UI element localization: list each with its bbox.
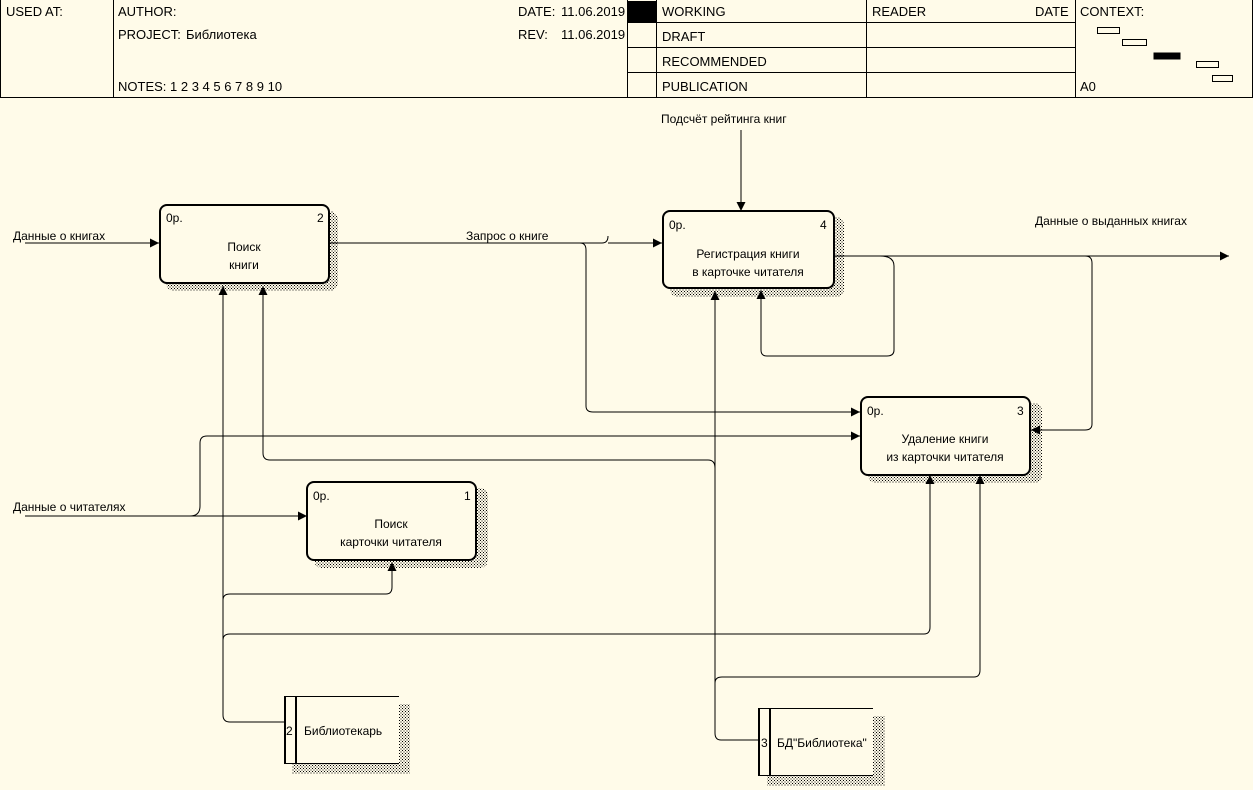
activity-poisk-kartochki[interactable]: 0р. 1 Поиск карточки читателя — [306, 481, 488, 568]
arrow-registration-feedback — [756, 255, 895, 357]
status-recommended: RECOMMENDED — [662, 54, 767, 69]
label-input-readers: Данные о читателях — [13, 500, 126, 514]
status-working: WORKING — [662, 4, 726, 19]
activity-title-line1: Регистрация книги — [696, 247, 799, 261]
tunnel-body — [759, 708, 873, 776]
activity-cost: 0р. — [313, 489, 330, 503]
arrow-db-to-book-search — [258, 286, 716, 469]
notes-row: NOTES: 1 2 3 4 5 6 7 8 9 10 — [118, 79, 283, 94]
arrow-mech-librarian-to-card-search — [222, 562, 397, 601]
date-label: DATE: — [518, 4, 556, 19]
arrow-readers-to-deletion — [189, 431, 860, 517]
activity-title-line1: Поиск — [227, 240, 261, 254]
arrow-mech-librarian-to-deletion — [222, 475, 935, 641]
activity-number: 4 — [820, 218, 827, 232]
activity-number: 1 — [464, 489, 471, 503]
activity-cost: 0р. — [669, 218, 686, 232]
activity-registraciya[interactable]: 0р. 4 Регистрация книги в карточке читат… — [662, 210, 844, 297]
label-book-request: Запрос о книге — [466, 229, 549, 243]
mechanism-bd[interactable]: 3 БД"Библиотека" — [758, 708, 885, 786]
activity-title-line2: карточки читателя — [340, 535, 442, 549]
project-label: PROJECT: — [118, 27, 181, 42]
header-frame — [0, 0, 1253, 98]
working-status-marker — [628, 1, 656, 22]
activity-title-line2: книги — [229, 258, 259, 272]
activity-title-line1: Удаление книги — [901, 432, 988, 446]
mechanism-number: 2 — [286, 724, 293, 738]
activity-title-line2: из карточки читателя — [886, 450, 1003, 464]
context-label: CONTEXT: — [1080, 4, 1145, 19]
node-label: A0 — [1080, 79, 1096, 94]
label-input-books: Данные о книгах — [13, 229, 105, 243]
box-frame — [662, 210, 835, 289]
mechanism-bibliotekar[interactable]: 2 Библиотекарь — [284, 696, 410, 774]
arrow-book-request — [330, 236, 662, 243]
project-value: Библиотека — [186, 27, 257, 42]
arrow-mech-db-main — [710, 291, 758, 741]
box-frame — [159, 204, 330, 284]
idef0-header: USED AT: AUTHOR: PROJECT: Библиотека NOT… — [0, 0, 1253, 98]
label-control-rating: Подсчёт рейтинга книг — [661, 112, 787, 126]
rev-label: REV: — [518, 27, 548, 42]
activity-udalenie[interactable]: 0р. 3 Удаление книги из карточки читател… — [860, 396, 1042, 483]
mechanism-label: БД"Библиотека" — [777, 736, 867, 750]
arrow-output-to-deletion — [1031, 255, 1093, 435]
box-frame — [860, 396, 1031, 476]
rev-value: 11.06.2019 — [561, 27, 626, 42]
reader-date-label: DATE — [1035, 4, 1069, 19]
tunnel-body — [285, 696, 399, 764]
arrow-mech-db-to-deletion — [714, 475, 985, 684]
activity-cost: 0р. — [867, 404, 884, 418]
arrow-mech-librarian-main — [218, 286, 284, 723]
reader-label: READER — [872, 4, 927, 19]
arrow-request-to-deletion — [579, 242, 860, 417]
status-draft: DRAFT — [662, 29, 706, 44]
mechanism-number: 3 — [761, 736, 768, 750]
context-thumbnail — [1097, 27, 1233, 82]
author-label: AUTHOR: — [118, 4, 177, 19]
status-publication: PUBLICATION — [662, 79, 748, 94]
mechanism-label: Библиотекарь — [304, 724, 382, 738]
activity-title-line2: в карточке читателя — [692, 265, 804, 279]
activity-number: 3 — [1017, 404, 1024, 418]
activity-title-line1: Поиск — [374, 517, 408, 531]
used-at-label: USED AT: — [6, 4, 63, 19]
label-output-issued: Данные о выданных книгах — [1035, 214, 1187, 228]
activity-poisk-knigi[interactable]: 0р. 2 Поиск книги — [159, 204, 338, 291]
activity-cost: 0р. — [166, 211, 183, 225]
box-frame — [306, 481, 477, 561]
date-value: 11.06.2019 — [561, 4, 626, 19]
activity-number: 2 — [317, 211, 324, 225]
